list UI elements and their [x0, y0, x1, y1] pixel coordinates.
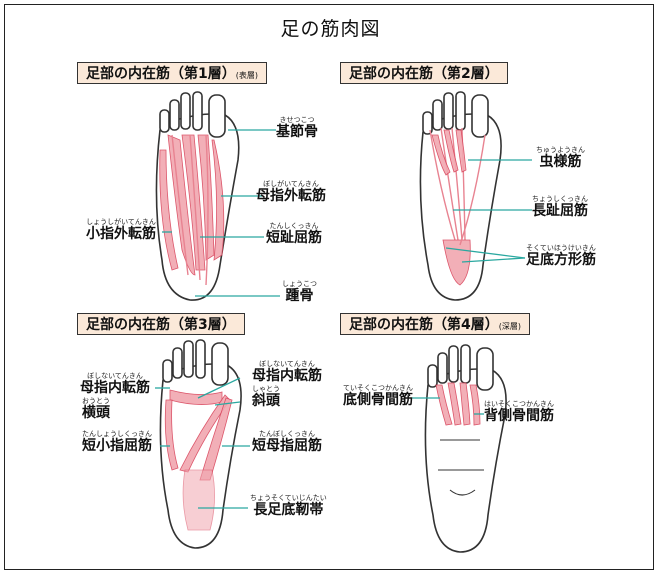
label-text: 斜頭 [252, 393, 280, 409]
label-text: 横頭 [82, 405, 110, 421]
label-transverse-head: おうとう 横頭 [82, 397, 110, 422]
foot-layer4 [412, 344, 507, 553]
ruby-text: おうとう [82, 397, 110, 405]
label-text: 虫様筋 [539, 154, 582, 170]
foot-layer3 [155, 339, 250, 549]
ruby-text: しょうしがいてんきん [86, 218, 156, 226]
label-abductor-hallucis: ぼしがいてんきん 母指外転筋 [256, 180, 326, 205]
label-text: 長足底靭帯 [253, 502, 324, 518]
label-text: 背側骨間筋 [484, 408, 554, 424]
label-adductor-hallucis-left: ぼしないてんきん 母指内転筋 [80, 372, 150, 397]
ruby-text: しゃとう [252, 385, 280, 393]
ruby-text: ちょうそくていじんたい [250, 494, 327, 502]
ruby-text: ぼしないてんきん [259, 360, 315, 368]
ruby-text: ぼしないてんきん [87, 372, 143, 380]
label-long-plantar-ligament: ちょうそくていじんたい 長足底靭帯 [250, 494, 327, 519]
ruby-text: たんしくっきん [269, 222, 319, 230]
ruby-text: ていそくこつかんきん [343, 384, 413, 392]
panel-note: (深層) [498, 322, 521, 331]
label-text: 母指外転筋 [256, 188, 326, 204]
ruby-text: はいそくこつかんきん [484, 400, 554, 408]
panel-title-text: 足部の内在筋（第2層） [349, 66, 499, 82]
panel-title-text: 足部の内在筋（第4層） [349, 317, 499, 333]
label-text: 母指内転筋 [252, 368, 322, 384]
label-flexor-hallucis-brevis: たんぼしくっきん 短母指屈筋 [252, 430, 322, 455]
label-text: 短小指屈筋 [82, 438, 152, 454]
label-text: 母指内転筋 [80, 380, 150, 396]
label-text: 長趾屈筋 [532, 203, 588, 219]
label-text: 足底方形筋 [526, 252, 596, 268]
label-lumbricals: ちゅうようきん 虫様筋 [536, 146, 585, 171]
label-dorsal-interossei: はいそくこつかんきん 背側骨間筋 [484, 400, 554, 425]
label-flexor-digitorum-longus: ちょうしくっきん 長趾屈筋 [532, 195, 588, 220]
panel-title-text: 足部の内在筋（第1層） [86, 66, 236, 82]
ruby-text: そくていほうけいきん [526, 244, 596, 252]
panel-title-layer2: 足部の内在筋（第2層） [340, 62, 508, 84]
foot-layer1 [155, 91, 280, 301]
label-adductor-hallucis-right: ぼしないてんきん 母指内転筋 [252, 360, 322, 385]
foot-layer2 [419, 91, 532, 301]
ruby-text: たんぼしくっきん [259, 430, 315, 438]
label-text: 短母指屈筋 [252, 438, 322, 454]
label-quadratus-plantae: そくていほうけいきん 足底方形筋 [526, 244, 596, 269]
ruby-text: ちょうしくっきん [532, 195, 588, 203]
ruby-text: しょうこつ [282, 280, 317, 288]
label-calcaneus: しょうこつ 踵骨 [282, 280, 317, 305]
ruby-text: ちゅうようきん [536, 146, 585, 154]
panel-title-text: 足部の内在筋（第3層） [86, 317, 236, 333]
label-text: 踵骨 [285, 288, 314, 304]
figure-frame [4, 4, 654, 570]
ruby-text: きせつこつ [279, 116, 315, 124]
label-flexor-digitorum-brevis: たんしくっきん 短趾屈筋 [266, 222, 322, 247]
label-text: 底側骨間筋 [343, 392, 413, 408]
panel-note: (表層) [235, 71, 258, 80]
ruby-text: たんしょうしくっきん [82, 430, 152, 438]
label-text: 短趾屈筋 [266, 230, 322, 246]
label-text: 基節骨 [276, 124, 318, 140]
panel-title-layer4: 足部の内在筋（第4層）(深層) [340, 313, 530, 335]
label-text: 小指外転筋 [86, 226, 156, 242]
label-oblique-head: しゃとう 斜頭 [252, 385, 280, 410]
label-flexor-digiti-minimi-brevis: たんしょうしくっきん 短小指屈筋 [82, 430, 152, 455]
panel-title-layer3: 足部の内在筋（第3層） [77, 313, 245, 335]
label-proximal-phalanx: きせつこつ 基節骨 [276, 116, 318, 141]
page-title: 足の筋肉図 [280, 18, 381, 40]
panel-title-layer1: 足部の内在筋（第1層）(表層) [77, 62, 267, 84]
label-abductor-digiti-minimi: しょうしがいてんきん 小指外転筋 [86, 218, 156, 243]
ruby-text: ぼしがいてんきん [263, 180, 319, 188]
label-plantar-interossei: ていそくこつかんきん 底側骨間筋 [343, 384, 413, 409]
